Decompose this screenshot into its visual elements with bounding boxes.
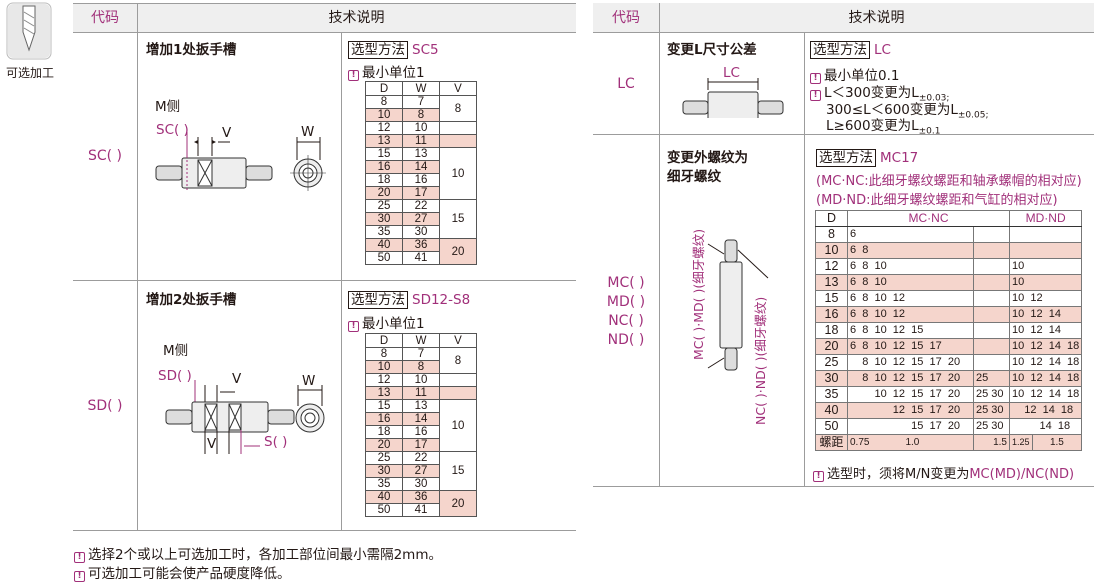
note-icon: ! [348, 321, 359, 332]
sc-min-unit: !最小单位1 [348, 61, 425, 81]
footnote-1: !选择2个或以上可选加工时，各加工部位间最小需隔2mm。 [74, 543, 442, 563]
note-icon: ! [813, 471, 824, 482]
sd-v-label: V [232, 371, 242, 387]
sd-v2-label: V [207, 436, 217, 452]
footnote-2: !可选加工可能会使产品硬度降低。 [74, 562, 291, 582]
md-code: MD( ) [606, 294, 646, 310]
left-header-code: 代码 [91, 10, 119, 26]
note-icon: ! [810, 90, 821, 101]
lc-shaft-drawing [682, 78, 784, 118]
mc-note: !选型时，须将M/N变更为MC(MD)/NC(ND) [813, 463, 1074, 482]
mc-desc-2: (MD·ND:此细牙螺纹螺距和气缸的相对应) [816, 193, 1058, 208]
right-header-desc: 技术说明 [848, 10, 905, 26]
sd-w-label: W [302, 373, 316, 389]
sc-dim-label: SC( ) [156, 122, 189, 138]
left-table: 代码 技术说明 [73, 3, 576, 531]
mc-desc-1: (MC·NC:此细牙螺纹螺距和轴承螺帽的相对应) [816, 174, 1082, 189]
right-header-code: 代码 [612, 10, 640, 26]
note-icon: ! [74, 571, 85, 582]
mc-title-2: 细牙螺纹 [667, 169, 721, 185]
sc-method-label: 选型方法 [348, 41, 408, 59]
sd-method-code: SD12-S8 [412, 292, 471, 308]
sc-code: SC( ) [87, 148, 123, 164]
sc-m-side: M侧 [155, 99, 181, 115]
left-table-header [73, 3, 576, 33]
mc-codes: MC( ) MD( ) NC( ) ND( ) [593, 274, 659, 350]
lc-title: 变更L尺寸公差 [667, 42, 757, 58]
lc-method-code: LC [874, 42, 891, 58]
note-icon: ! [74, 552, 85, 563]
sd-method-label: 选型方法 [348, 291, 408, 309]
sd-title: 增加2处扳手槽 [146, 292, 237, 308]
lc-note-4: L≥600变更为L±0.1 [826, 118, 941, 137]
sc-method-code: SC5 [412, 42, 439, 58]
mc-code: MC( ) [607, 275, 645, 291]
sidebar-label: 可选加工 [5, 66, 54, 80]
sc-shaft-drawing [155, 132, 326, 192]
sd-s-label: S( ) [264, 434, 288, 450]
sd-m-side: M侧 [163, 343, 189, 359]
machining-icon [6, 2, 52, 60]
lc-dim-label: LC [723, 65, 740, 81]
sc-v-label: V [222, 125, 232, 141]
sd-dim-label: SD( ) [158, 368, 192, 384]
note-icon: ! [810, 73, 821, 84]
note-icon: ! [348, 70, 359, 81]
mc-method-code: MC17 [880, 150, 919, 166]
lc-method-label: 选型方法 [810, 41, 870, 59]
sd-shaft-drawing [165, 380, 325, 454]
lc-note-2: !L＜300变更为L±0.03; [810, 81, 949, 104]
lc-code: LC [617, 76, 635, 92]
left-header-desc: 技术说明 [328, 10, 385, 26]
mc-shaft-drawing [707, 239, 769, 371]
sd-min-unit: !最小单位1 [348, 312, 425, 332]
sd-code: SD( ) [87, 398, 123, 414]
right-table: 代码 技术说明 [593, 3, 1094, 487]
nd-code: ND( ) [607, 332, 645, 348]
lc-note-1: !最小单位0.1 [810, 64, 899, 84]
sc-w-label: W [301, 124, 315, 140]
mc-method-label: 选型方法 [816, 149, 876, 167]
sc-title: 增加1处扳手槽 [146, 42, 237, 58]
nc-code: NC( ) [608, 313, 644, 329]
mc-title-1: 变更外螺纹为 [667, 150, 748, 166]
lc-note-3: 300≤L＜600变更为L±0.05; [826, 102, 989, 121]
